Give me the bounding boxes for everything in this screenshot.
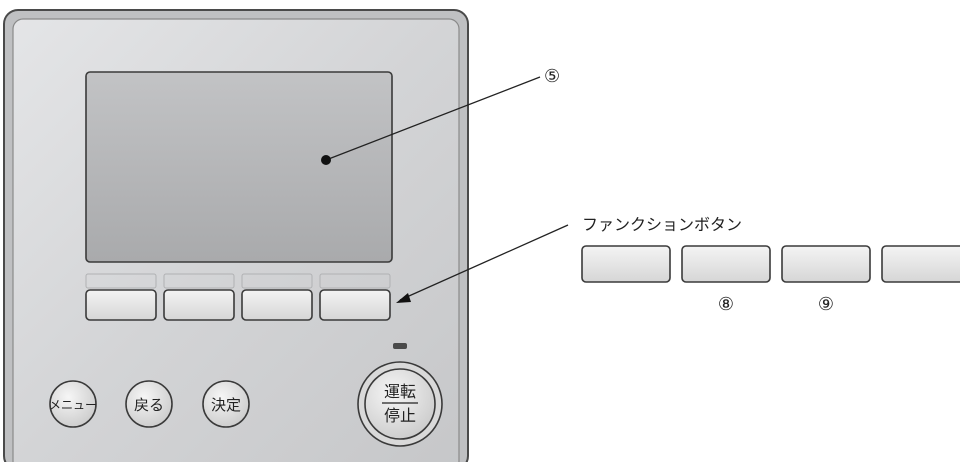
lcd-screen [85,71,393,263]
controller-function-button-4[interactable] [319,289,391,321]
function-buttons-callout: ファンクションボタン [396,215,742,303]
function-button-3-number: ⑨ [818,294,834,315]
controller-function-button-2[interactable] [163,289,235,321]
run-stop-label-top: 運転 [384,382,416,401]
screen-callout-dot [321,155,331,165]
run-stop-button[interactable]: 運転 停止 [357,361,443,447]
run-stop-label-bottom: 停止 [384,406,416,425]
function-button-1[interactable] [581,245,671,283]
function-button-2[interactable] [681,245,771,283]
function-button-4[interactable] [881,245,960,283]
function-button-3[interactable] [781,245,871,283]
function-button-2-number: ⑧ [718,294,734,315]
screen-callout: ⑤ [321,66,560,165]
menu-button-label: メニュー [49,398,97,412]
screen-callout-number: ⑤ [544,66,560,87]
enter-button-label: 決定 [211,396,241,414]
controller-function-button-1[interactable] [85,289,157,321]
function-buttons-label: ファンクションボタン [582,215,742,234]
enter-button[interactable]: 決定 [202,380,250,428]
remote-controller: メニュー 戻る 決定 運転 停止 [3,9,469,462]
back-button-label: 戻る [134,396,164,414]
callout-arrowhead [396,293,411,303]
controller-function-button-3[interactable] [241,289,313,321]
operation-lamp [393,343,407,349]
menu-button[interactable]: メニュー [49,380,97,428]
back-button[interactable]: 戻る [125,380,173,428]
enlarged-function-buttons: ⑧ ⑨ [581,245,960,315]
function-label-strip [85,273,391,289]
